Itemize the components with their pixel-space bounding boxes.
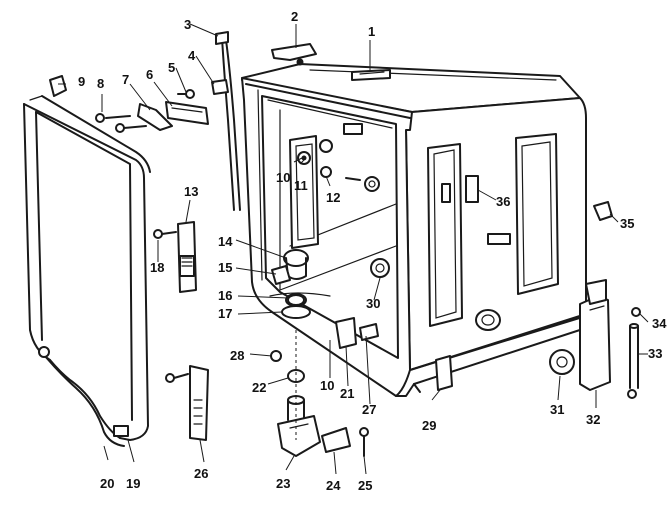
- part-29-kick-plate: [413, 383, 421, 393]
- part-label-27: 27: [362, 402, 376, 417]
- parts-14-to-17-sump: [271, 265, 305, 306]
- part-18-screw: [153, 229, 177, 239]
- part-label-29: 29: [422, 418, 436, 433]
- parts-5-to-8-hinge-hardware: [95, 89, 209, 133]
- part-3-fill-tube: [215, 31, 241, 211]
- part-label-32: 32: [586, 412, 600, 427]
- part-label-17: 17: [218, 306, 232, 321]
- part-label-35: 35: [620, 216, 634, 231]
- part-label-33: 33: [648, 346, 662, 361]
- leader-lines: [58, 23, 649, 475]
- part-label-30: 30: [366, 296, 380, 311]
- part-label-16: 16: [218, 288, 232, 303]
- part-label-18: 18: [150, 260, 164, 275]
- part-32-leg-bracket: [579, 279, 611, 391]
- part-label-26: 26: [194, 466, 208, 481]
- parts-33-34-rod: [627, 307, 641, 399]
- part-label-9: 9: [78, 74, 85, 89]
- part-label-2: 2: [291, 9, 298, 24]
- part-label-22: 22: [252, 380, 266, 395]
- tub-assembly: [241, 63, 587, 397]
- part-number-labels: 1 2 3 4 5 6 7 8 9 10 11 12 13 14 15 16 1…: [78, 9, 667, 493]
- part-label-8: 8: [97, 76, 104, 91]
- part-label-11: 11: [294, 178, 308, 193]
- part-label-25: 25: [358, 478, 372, 493]
- part-2-top-bracket: [271, 43, 317, 66]
- part-label-14: 14: [218, 234, 233, 249]
- part-label-12: 12: [326, 190, 340, 205]
- part-label-5: 5: [168, 60, 175, 75]
- part-9-door-clip: [49, 75, 67, 97]
- part-label-6: 6: [146, 67, 153, 82]
- part-19-door-gasket: [23, 95, 151, 447]
- part-35-clip: [593, 201, 613, 221]
- part-label-21: 21: [340, 386, 354, 401]
- part-21-hinge-clip: [335, 317, 357, 349]
- part-4-clip: [211, 79, 229, 95]
- part-label-19: 19: [126, 476, 140, 491]
- part-13-latch: [177, 221, 197, 293]
- part-label-4: 4: [188, 48, 196, 63]
- part-label-36: 36: [496, 194, 510, 209]
- part-label-15: 15: [218, 260, 232, 275]
- part-label-31: 31: [550, 402, 564, 417]
- part-label-34: 34: [652, 316, 667, 331]
- part-label-13: 13: [184, 184, 198, 199]
- part-label-28: 28: [230, 348, 244, 363]
- part-label-3: 3: [184, 17, 191, 32]
- part-26-handle: [165, 365, 209, 441]
- part-label-10-upper: 10: [276, 170, 290, 185]
- part-label-7: 7: [122, 72, 129, 87]
- part-label-10-lower: 10: [320, 378, 334, 393]
- part-label-20: 20: [100, 476, 114, 491]
- part-label-23: 23: [276, 476, 290, 491]
- parts-22-to-25-lower-hardware: [270, 330, 369, 457]
- part-label-24: 24: [326, 478, 341, 493]
- part-31-wheel: [549, 349, 575, 375]
- part-label-1: 1: [368, 24, 375, 39]
